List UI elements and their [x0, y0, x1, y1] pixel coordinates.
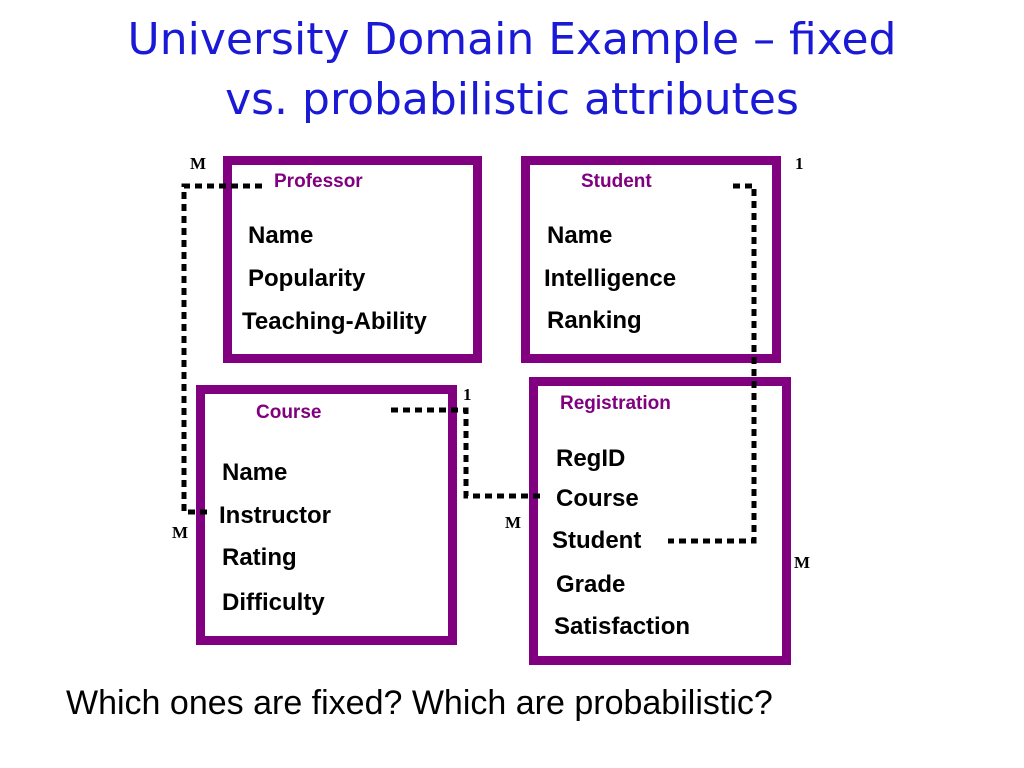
professor-attr-name: Name — [248, 222, 314, 249]
registration-entity-title: Registration — [560, 393, 671, 414]
slide-title-line-2: vs. probabilistic attributes — [225, 74, 799, 125]
student-entity-title: Student — [581, 171, 652, 192]
course-attr-rating: Rating — [222, 544, 297, 571]
registration-attr-regid: RegID — [556, 445, 626, 472]
course-attr-difficulty: Difficulty — [222, 589, 325, 616]
professor-entity-title: Professor — [274, 171, 363, 192]
registration-attr-course: Course — [556, 485, 639, 512]
course-attr-instructor: Instructor — [219, 502, 332, 529]
multiplicity-student: 1 — [795, 154, 804, 173]
student-entity-box — [521, 156, 781, 363]
registration-attr-student: Student — [552, 527, 642, 554]
multiplicity-course-registration: 1 — [463, 385, 472, 404]
student-registration-connector — [668, 183, 757, 544]
professor-attr-popularity: Popularity — [248, 265, 366, 292]
multiplicity-course-instructor: M — [172, 523, 189, 542]
registration-attr-grade: Grade — [556, 571, 626, 598]
professor-attr-teaching-ability: Teaching-Ability — [242, 308, 427, 335]
slide-title-line-1: University Domain Example – fixed — [127, 14, 897, 65]
multiplicity-professor: M — [190, 154, 207, 173]
multiplicity-registration-course: M — [505, 513, 522, 532]
student-attr-ranking: Ranking — [547, 307, 642, 334]
student-attr-intelligence: Intelligence — [544, 265, 677, 292]
course-entity-box — [196, 385, 457, 645]
course-registration-connector — [391, 407, 544, 499]
course-entity-title: Course — [256, 402, 322, 423]
course-attr-name: Name — [222, 459, 288, 486]
student-attr-name: Name — [547, 222, 613, 249]
professor-entity-box — [223, 156, 482, 363]
registration-attr-satisfaction: Satisfaction — [554, 613, 691, 640]
registration-entity-box — [529, 377, 791, 665]
multiplicity-registration-student: M — [794, 553, 811, 572]
question-text: Which ones are fixed? Which are probabil… — [66, 684, 773, 722]
professor-instructor-connector — [181, 183, 262, 515]
slide-title: University Domain Example – fixed vs. pr… — [0, 10, 1024, 130]
